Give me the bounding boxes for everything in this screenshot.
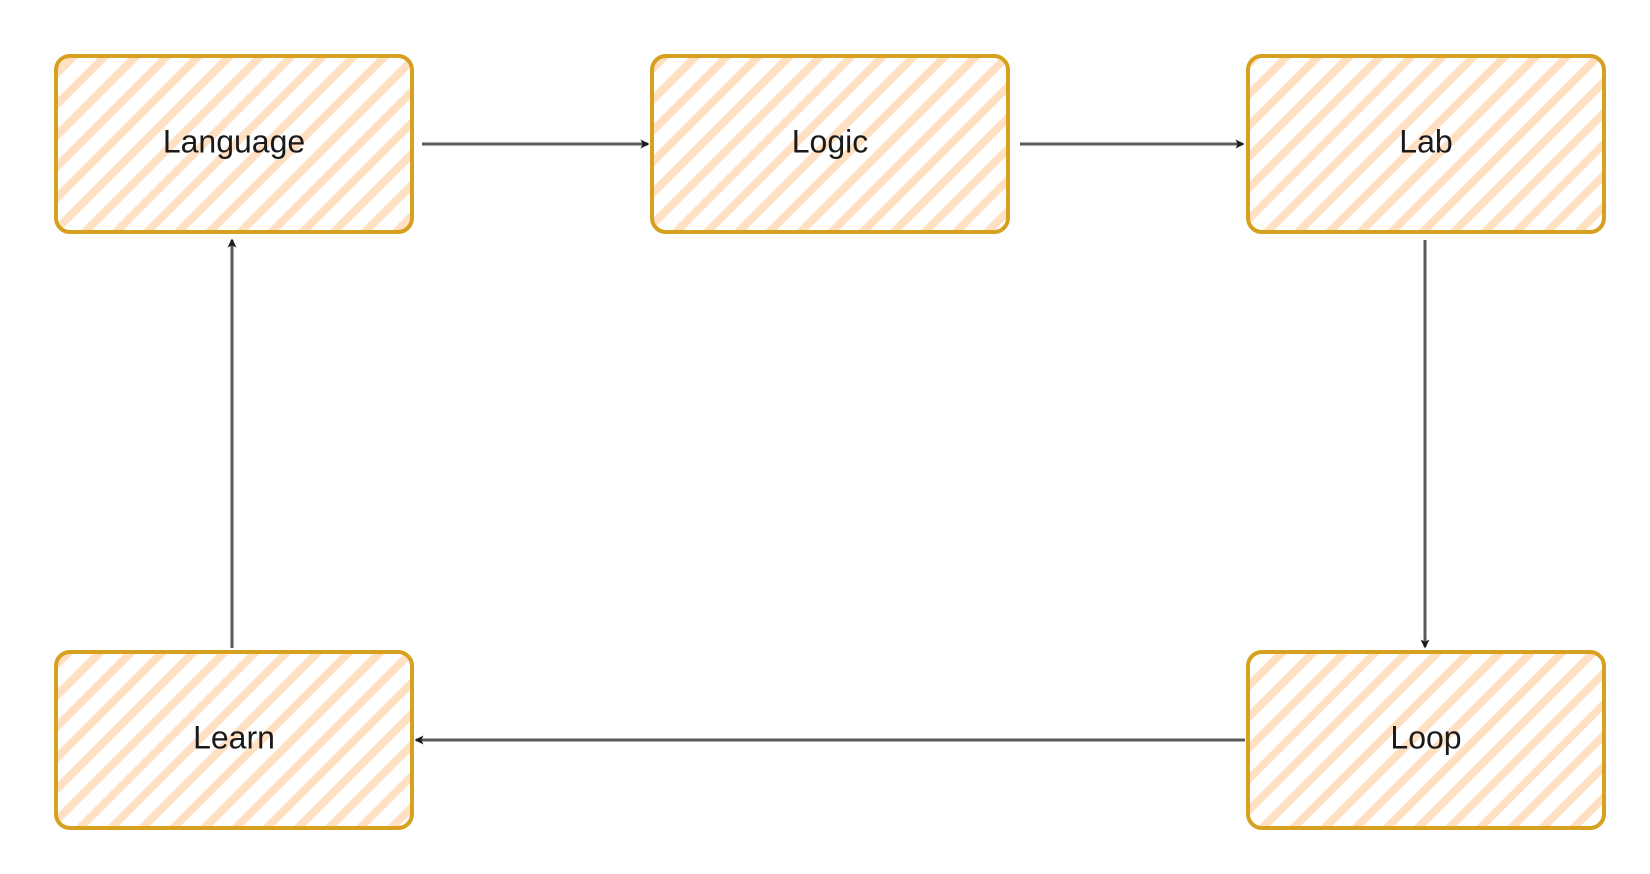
node-language-label: Language: [163, 123, 305, 159]
node-loop-label: Loop: [1390, 719, 1461, 755]
node-logic[interactable]: Logic: [650, 54, 1010, 234]
node-language[interactable]: Language: [54, 54, 414, 234]
nodes-layer: Language Logic Lab Loop Learn: [54, 54, 1606, 830]
node-learn[interactable]: Learn: [54, 650, 414, 830]
node-learn-box: [54, 650, 414, 830]
node-language-box: [54, 54, 414, 234]
node-loop-box: [1246, 650, 1606, 830]
node-lab-label: Lab: [1399, 123, 1452, 159]
node-loop[interactable]: Loop: [1246, 650, 1606, 830]
node-learn-label: Learn: [193, 719, 275, 755]
node-logic-box: [650, 54, 1010, 234]
node-lab[interactable]: Lab: [1246, 54, 1606, 234]
node-lab-box: [1246, 54, 1606, 234]
edges-layer: [227, 139, 1430, 745]
node-logic-label: Logic: [792, 123, 869, 159]
